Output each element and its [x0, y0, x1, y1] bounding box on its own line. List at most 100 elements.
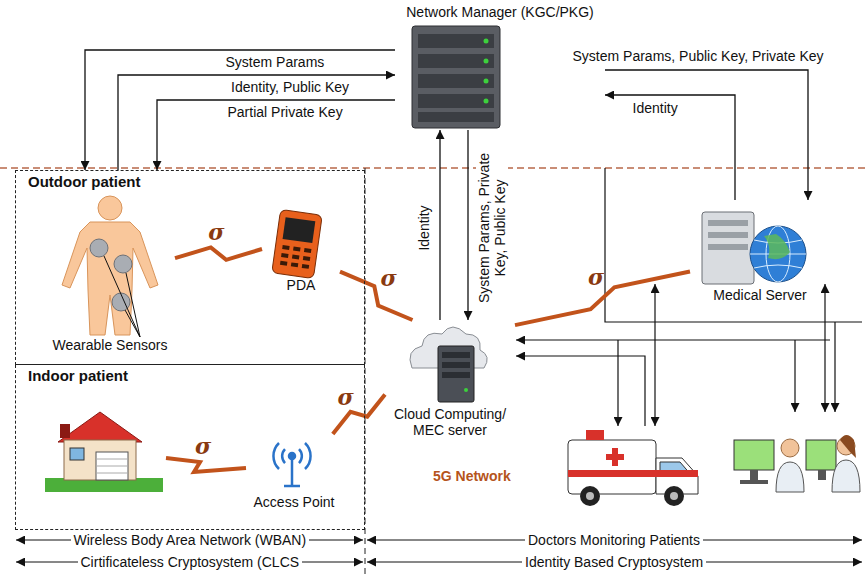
scope-label: Cirtificateless Cryptosystem (CLCS	[78, 554, 303, 570]
network-manager-server	[484, 59, 489, 64]
connector	[85, 50, 395, 170]
zone-divider	[0, 167, 866, 168]
network-label: 5G Network	[430, 468, 514, 484]
node-label: Cloud Computing/ MEC server	[387, 406, 513, 438]
ambulance	[606, 448, 624, 466]
edge-label: σ	[335, 386, 357, 408]
edge-label: Partial Private Key	[225, 104, 346, 120]
pda-phone	[280, 245, 312, 269]
patient-zone: Indoor patientAccess Point	[15, 365, 365, 530]
access-point	[273, 443, 279, 469]
pda-phone	[291, 262, 298, 267]
infrastructure-links	[516, 168, 862, 426]
access-point	[289, 453, 295, 459]
doctors	[818, 470, 826, 480]
medical-server	[750, 226, 806, 282]
pda-phone	[280, 261, 287, 266]
human-body	[98, 196, 122, 220]
house	[96, 466, 128, 467]
house	[45, 412, 163, 492]
ambulance	[586, 492, 594, 500]
edge-label: σ	[205, 221, 227, 243]
infrastructure-links	[834, 322, 835, 412]
pda-phone	[293, 247, 300, 252]
edge-label: System Params, Public Key, Private Key	[570, 48, 827, 64]
network-manager-server	[484, 79, 489, 84]
edge-label: σ	[377, 267, 399, 289]
human-body	[104, 256, 140, 337]
node-label: Access Point	[254, 494, 335, 510]
scope-label: Wireless Body Area Network (WBAN)	[71, 532, 310, 548]
connector	[439, 130, 440, 320]
edge-label: Identity, Public Key	[228, 79, 352, 95]
cloud-server	[442, 362, 470, 368]
pda-phone	[283, 217, 316, 243]
pda-phone	[303, 256, 310, 261]
doctors	[734, 435, 860, 492]
medical-server	[708, 220, 748, 226]
infrastructure-links	[516, 356, 645, 426]
medical-server	[702, 212, 754, 284]
network-manager-server	[412, 26, 500, 128]
sensor-node: Wearable Sensors	[45, 195, 175, 355]
doctors	[734, 440, 774, 470]
network-manager-server	[484, 39, 489, 44]
infrastructure-links	[617, 340, 618, 426]
network-manager-server	[418, 34, 494, 48]
network-manager-server	[418, 112, 494, 122]
node-label: Medical Server	[713, 287, 806, 303]
cloud-server	[464, 388, 468, 392]
ambulance	[586, 430, 604, 440]
network-manager-server	[412, 26, 500, 128]
ambulance	[606, 448, 624, 466]
medical-server	[708, 244, 748, 250]
ambulance	[664, 486, 684, 506]
human-body	[90, 239, 108, 257]
edge-label: σ	[585, 266, 607, 288]
signal-bolt	[175, 247, 262, 259]
node-label: Outdoor patient	[28, 174, 141, 190]
medical-server	[764, 234, 790, 259]
connector	[157, 100, 395, 170]
pda-phone	[302, 264, 309, 269]
pda-phone	[272, 209, 322, 278]
network-manager-server	[418, 54, 494, 68]
scope-label: Doctors Monitoring Patients	[525, 532, 703, 548]
pda-phone	[272, 209, 322, 278]
patient-zone: Outdoor patientWearable Sensors PDA	[15, 170, 365, 365]
infrastructure-links	[654, 284, 655, 426]
access-point	[284, 485, 300, 488]
connector	[118, 75, 395, 170]
node-label: PDA	[287, 277, 316, 293]
node-label: Indoor patient	[28, 368, 128, 384]
access-point	[282, 449, 285, 463]
connector	[605, 70, 808, 200]
doctors	[776, 462, 804, 492]
human-body	[62, 222, 158, 335]
pda-phone	[304, 248, 311, 253]
signal-bolt	[166, 458, 246, 472]
human-body	[62, 196, 158, 337]
pda-phone	[292, 254, 299, 259]
infrastructure-links	[516, 339, 830, 340]
scope-label: Identity Based Cryptosystem	[522, 554, 706, 570]
doctors	[781, 439, 799, 457]
ambulance	[568, 440, 656, 494]
signal-bolt	[166, 458, 246, 472]
server-node: Network Manager (KGC/PKG)	[395, 2, 605, 130]
pda-phone	[281, 253, 288, 258]
human-body	[104, 256, 140, 337]
network-manager-server	[418, 94, 494, 108]
doctors	[740, 480, 768, 484]
server-node: Cloud Computing/ MEC server	[385, 320, 515, 440]
edge-label: System Params, Private Key, Public Key	[476, 145, 508, 311]
node-label: Wearable Sensors	[53, 337, 168, 353]
ambulance	[568, 430, 698, 506]
ambulance	[568, 470, 698, 477]
signal-bolt	[340, 272, 413, 320]
medical-server	[708, 232, 748, 238]
human-body	[126, 273, 140, 337]
access-point	[299, 449, 302, 463]
infrastructure-links	[824, 284, 825, 412]
cloud-server	[438, 346, 474, 402]
